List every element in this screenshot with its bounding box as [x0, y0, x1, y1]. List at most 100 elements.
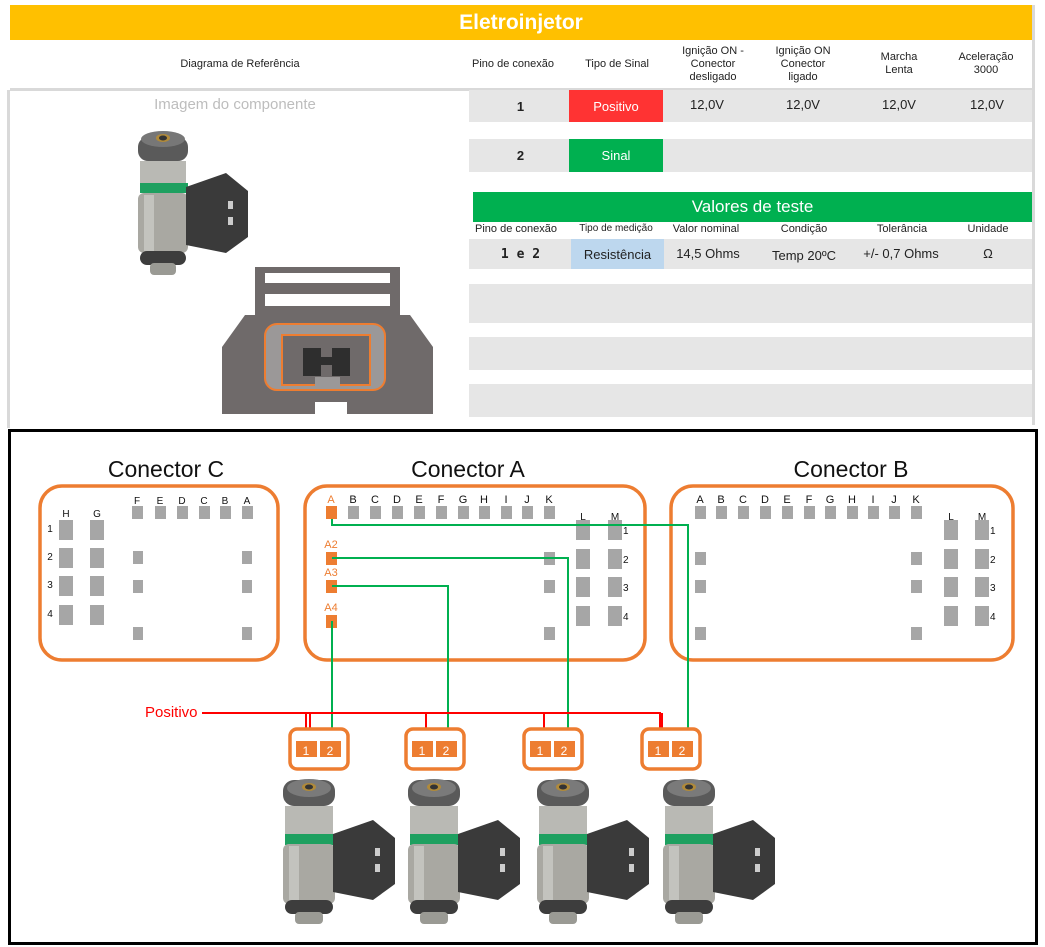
pin	[326, 552, 337, 565]
injector-part	[713, 820, 775, 900]
pin-label: J	[891, 494, 897, 506]
injector-pin	[530, 741, 551, 757]
injector-pin-label: 1	[537, 744, 544, 758]
pin	[90, 520, 104, 540]
pin-label: F	[438, 494, 445, 506]
injector-pin-label: 1	[303, 744, 310, 758]
connector-icon	[222, 267, 433, 415]
test-nominal: 14,5 Ohms	[676, 245, 740, 261]
injector-part	[500, 864, 505, 872]
row-label: 1	[623, 526, 629, 537]
pin-number: 2	[516, 148, 525, 163]
pin	[911, 627, 922, 640]
connector-frame	[303, 484, 647, 662]
injector-part	[629, 864, 634, 872]
pin-label: C	[371, 494, 379, 506]
pin	[479, 506, 490, 519]
injector-part	[410, 806, 458, 836]
connector-frame	[669, 484, 1015, 662]
injector-part	[539, 900, 587, 914]
pin	[576, 520, 590, 540]
injector-connector-2	[404, 727, 466, 771]
pin-label: M	[978, 512, 986, 523]
injector-part	[375, 848, 380, 856]
injector-part	[543, 846, 553, 902]
pin	[501, 506, 512, 519]
signal-badge-signal: Sinal	[569, 139, 663, 172]
injector-connector-1	[288, 727, 350, 771]
injector-part	[458, 820, 520, 900]
injector-pin-label: 2	[443, 744, 450, 758]
value-idle: 12,0V	[882, 96, 916, 112]
injector-part	[675, 912, 703, 924]
pin	[544, 506, 555, 519]
pin-label: M	[611, 512, 619, 523]
empty-row	[469, 284, 1032, 323]
connector-frame	[38, 484, 280, 662]
injector-icon	[408, 779, 520, 924]
pin-label: L	[948, 512, 954, 523]
pin	[392, 506, 403, 519]
injector-part	[333, 820, 395, 900]
pin-label: A3	[324, 567, 337, 579]
injector-part	[665, 806, 713, 836]
pin	[90, 576, 104, 596]
injector-image	[138, 131, 248, 275]
row-label: 1	[47, 524, 53, 535]
connector-title: Conector C	[108, 456, 224, 482]
pin	[326, 580, 337, 593]
injector-part	[539, 806, 587, 836]
pin	[804, 506, 815, 519]
injector-pin	[554, 741, 575, 757]
signal-wire	[331, 519, 689, 743]
injector-pin	[296, 741, 317, 757]
pin	[177, 506, 188, 519]
pin	[199, 506, 210, 519]
value-ign-on-disconnected: 12,0V	[690, 96, 724, 112]
pin-label: F	[134, 496, 140, 507]
injector-part	[414, 846, 424, 902]
pin	[975, 520, 989, 540]
row-label: 4	[623, 612, 629, 623]
test-header-pin: Pino de conexão	[475, 223, 557, 235]
pin	[576, 577, 590, 597]
injector-connector-3	[522, 727, 584, 771]
pin	[220, 506, 231, 519]
pin	[242, 506, 253, 519]
signal-badge-positive: Positivo	[569, 90, 663, 122]
header-pin: Pino de conexão	[472, 57, 554, 70]
pin	[242, 580, 252, 593]
injector-part	[755, 864, 760, 872]
injector-pin-label: 2	[561, 744, 568, 758]
pin	[59, 605, 73, 625]
row-label: 3	[623, 583, 629, 594]
injector-icon	[138, 131, 248, 275]
pin	[944, 577, 958, 597]
pin-row: 1 Positivo 12,0V 12,0V 12,0V 12,0V	[469, 90, 1032, 122]
pin	[944, 520, 958, 540]
pin-label: J	[524, 494, 530, 506]
injector-icon	[537, 779, 649, 924]
test-row: 1 e 2 Resistência 14,5 Ohms Temp 20ºC +/…	[469, 239, 1032, 269]
pin	[911, 552, 922, 565]
pin-label: A2	[324, 539, 337, 551]
page-title: Eletroinjetor	[10, 5, 1032, 40]
pin	[975, 577, 989, 597]
injector-part	[285, 900, 333, 914]
pin	[90, 605, 104, 625]
injector-pin	[672, 741, 693, 757]
test-header-unit: Unidade	[967, 223, 1009, 235]
injector-connector-4	[640, 727, 702, 771]
injector-part	[420, 912, 448, 924]
injector-part	[430, 784, 438, 790]
pin	[242, 627, 252, 640]
injector-part	[669, 846, 679, 902]
test-measure-type: Resistência	[571, 239, 664, 269]
injector-pin-label: 2	[679, 744, 686, 758]
injector-part	[587, 820, 649, 900]
pin	[760, 506, 771, 519]
pin-label: H	[848, 494, 856, 506]
pin-label: L	[580, 512, 586, 523]
pin-label: F	[806, 494, 813, 506]
